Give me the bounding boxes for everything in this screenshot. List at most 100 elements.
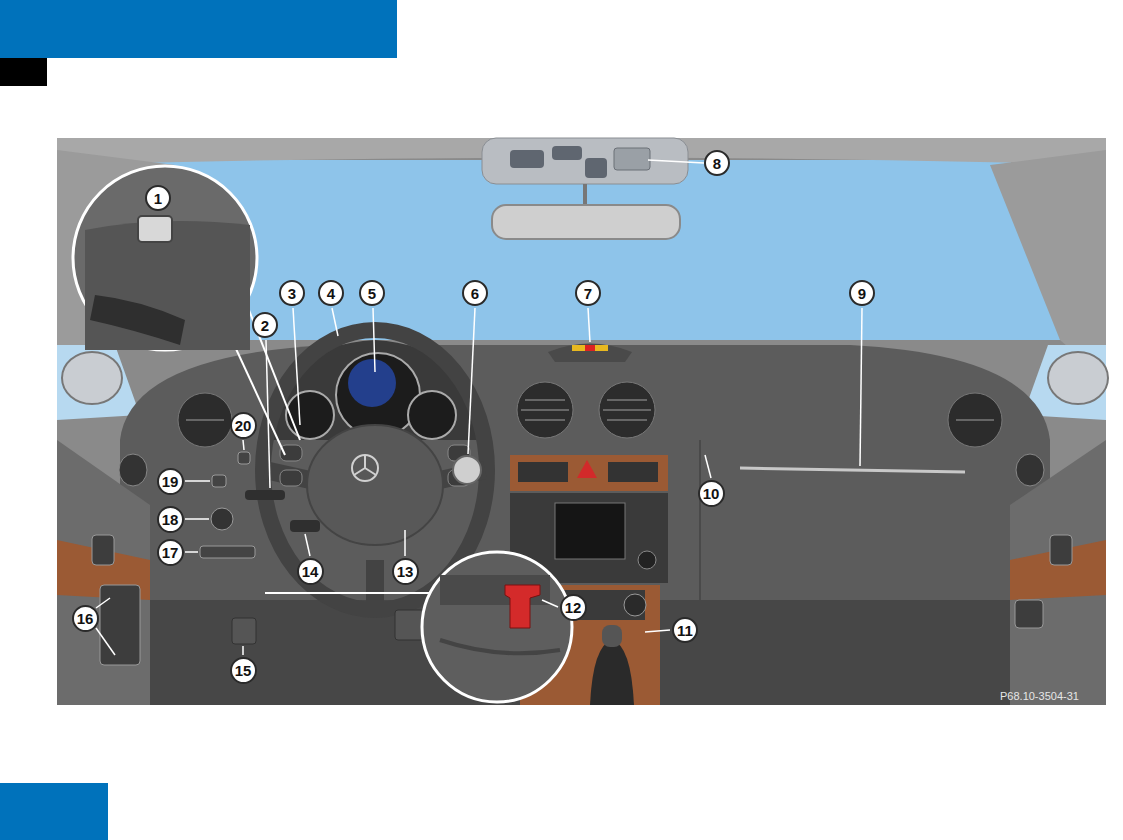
switch	[200, 546, 255, 558]
callout-number: 13	[392, 558, 419, 585]
switch	[238, 452, 250, 464]
gauge	[408, 391, 456, 439]
callout-text: 12	[565, 600, 582, 615]
air-vent	[948, 393, 1002, 447]
callout-number: 12	[560, 594, 587, 621]
callout-text: 19	[162, 474, 179, 489]
glovebox-handle	[740, 468, 965, 472]
callout-number: 5	[359, 280, 385, 306]
callout-number: 17	[157, 539, 184, 566]
ignition-lock	[453, 456, 481, 484]
window-switch	[1015, 600, 1043, 628]
callout-number: 19	[157, 468, 184, 495]
callout-text: 11	[677, 623, 693, 638]
figure-code: P68.10-3504-31	[1000, 690, 1079, 702]
switch	[212, 475, 226, 487]
callout-text: 20	[235, 418, 252, 433]
callout-text: 8	[713, 156, 721, 171]
knob	[624, 594, 646, 616]
callout-text: 9	[858, 286, 866, 301]
window-switches	[100, 585, 140, 665]
vent-slats	[186, 400, 994, 420]
header-bar	[0, 0, 397, 58]
callout-number: 1	[145, 185, 171, 211]
callout-number: 16	[72, 605, 99, 632]
button	[585, 158, 607, 178]
callout-number: 18	[157, 506, 184, 533]
callout-number: 6	[462, 280, 488, 306]
callout-text: 14	[302, 564, 319, 579]
callout-text: 6	[471, 286, 479, 301]
callout-text: 13	[397, 564, 414, 579]
seat-switch	[92, 535, 114, 565]
button	[510, 150, 544, 168]
button-row	[608, 462, 658, 482]
callout-number: 15	[230, 657, 257, 684]
callout-text: 10	[703, 486, 720, 501]
air-vent	[517, 382, 573, 438]
pedal	[395, 610, 425, 640]
callout-text: 15	[235, 663, 252, 678]
page-tab	[0, 783, 108, 840]
callout-text: 1	[154, 191, 162, 206]
leader-lines	[96, 160, 862, 655]
callout-text: 17	[162, 545, 179, 560]
door-mirror	[62, 352, 122, 404]
panel-seam	[699, 440, 701, 600]
knob	[638, 551, 656, 569]
light-switch	[211, 508, 233, 530]
detail-magnifier	[265, 552, 572, 702]
warning-lamps	[572, 345, 608, 351]
air-vent	[178, 393, 232, 447]
warning-lamps	[585, 345, 595, 351]
door-panel	[57, 440, 150, 705]
mirror-stem	[583, 184, 587, 205]
airbag-hub	[307, 425, 443, 545]
air-vent	[599, 382, 655, 438]
cruise-lever	[290, 520, 320, 532]
button-row	[518, 462, 568, 482]
callout-number: 9	[849, 280, 875, 306]
callout-number: 14	[297, 558, 324, 585]
gear-knob	[602, 625, 622, 647]
callout-text: 3	[288, 286, 296, 301]
callout-number: 7	[575, 280, 601, 306]
gear-boot	[590, 640, 634, 705]
wood-trim	[510, 455, 668, 491]
callout-text: 18	[162, 512, 179, 527]
callout-text: 2	[261, 318, 269, 333]
door-handle	[119, 454, 147, 486]
display-screen	[555, 503, 625, 559]
star-emblem	[352, 455, 378, 481]
lamp	[614, 148, 650, 170]
door-handle	[1016, 454, 1044, 486]
multifunction-display	[348, 359, 396, 407]
interior-ground	[57, 138, 1106, 705]
wheel-buttons	[280, 445, 470, 486]
callout-number: 11	[672, 617, 698, 643]
seat-switch	[1050, 535, 1072, 565]
header-tab	[0, 58, 47, 86]
callout-number: 3	[279, 280, 305, 306]
button	[552, 146, 582, 160]
callout-number: 10	[698, 480, 725, 507]
door-panel	[1010, 440, 1106, 705]
callout-number: 2	[252, 312, 278, 338]
callout-text: 5	[368, 286, 376, 301]
callout-number: 8	[704, 150, 730, 176]
callout-text: 4	[327, 286, 335, 301]
combination-switch	[245, 490, 285, 500]
callout-number: 4	[318, 280, 344, 306]
callout-number: 20	[230, 412, 257, 439]
detail-magnifier	[73, 166, 300, 455]
callout-text: 7	[584, 286, 592, 301]
rearview-mirror	[492, 205, 680, 239]
door-mirror	[1048, 352, 1108, 404]
side-window	[57, 345, 140, 420]
parktronic-display	[548, 344, 632, 363]
gauge	[286, 391, 334, 439]
callout-text: 16	[77, 611, 94, 626]
star-emblem	[354, 455, 376, 475]
parking-brake-pedal	[232, 618, 256, 644]
